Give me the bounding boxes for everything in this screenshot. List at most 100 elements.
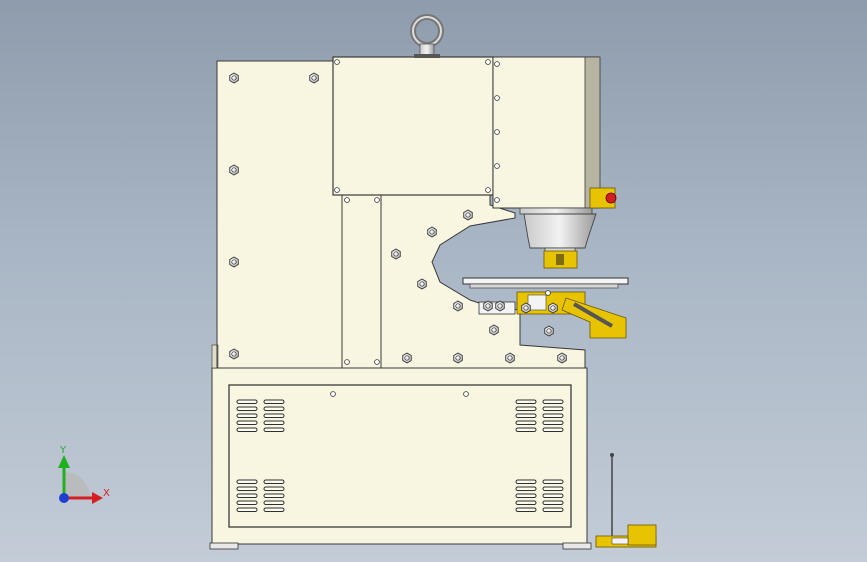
hex-nut bbox=[453, 352, 463, 364]
hex-nut bbox=[417, 278, 427, 290]
hex-nut bbox=[229, 348, 239, 360]
vent-slot bbox=[263, 406, 285, 411]
hex-nut-bore bbox=[231, 351, 237, 357]
triad-z-axis bbox=[59, 493, 69, 503]
hex-nut bbox=[463, 209, 473, 221]
hex-nut bbox=[505, 352, 515, 364]
motor-housing[interactable] bbox=[492, 56, 599, 209]
vent-slot bbox=[542, 507, 564, 512]
hex-nut-bore bbox=[231, 167, 237, 173]
top-access-panel[interactable] bbox=[332, 56, 601, 209]
vent-slot bbox=[263, 399, 285, 404]
foot-right bbox=[562, 542, 592, 550]
vent-slot bbox=[236, 493, 258, 498]
hex-nut-bore bbox=[393, 251, 399, 257]
vent-slot bbox=[542, 413, 564, 418]
punch-collar bbox=[519, 207, 593, 215]
pedal-hinge bbox=[611, 537, 629, 545]
pedal-cable-top bbox=[610, 453, 614, 457]
hex-nut-bore bbox=[404, 355, 410, 361]
vent-slot bbox=[236, 500, 258, 505]
screw bbox=[494, 61, 500, 67]
top-panel[interactable] bbox=[332, 56, 494, 196]
vent-slot bbox=[263, 486, 285, 491]
vent-slot bbox=[263, 493, 285, 498]
vent-slot bbox=[515, 420, 537, 425]
table-underside bbox=[469, 283, 619, 289]
lower-cabinet[interactable] bbox=[209, 367, 592, 550]
vent-slot bbox=[236, 406, 258, 411]
hex-nut bbox=[402, 352, 412, 364]
vent-slot bbox=[263, 500, 285, 505]
punch-tool-slot bbox=[556, 254, 564, 265]
hex-nut bbox=[229, 256, 239, 268]
lifting-eye[interactable] bbox=[410, 14, 444, 58]
vent-slot bbox=[236, 413, 258, 418]
foot-left bbox=[209, 542, 239, 550]
pedal-cover[interactable] bbox=[627, 524, 657, 546]
side-plate bbox=[211, 344, 219, 369]
hex-nut-bore bbox=[455, 355, 461, 361]
lifting-eye-base bbox=[414, 54, 440, 58]
hex-nut bbox=[544, 325, 554, 337]
hex-nut-bore bbox=[507, 355, 513, 361]
screw bbox=[485, 187, 491, 193]
hex-nut-bore bbox=[546, 328, 552, 334]
upper-cabinet[interactable] bbox=[211, 60, 586, 369]
foot-pedal[interactable] bbox=[595, 453, 657, 548]
hex-nut bbox=[483, 300, 493, 312]
hex-nut bbox=[427, 226, 437, 238]
vent-slot bbox=[515, 413, 537, 418]
triad-x-label: X bbox=[103, 488, 110, 499]
vent-slot bbox=[236, 427, 258, 432]
vent-slot bbox=[542, 493, 564, 498]
vent-slot bbox=[236, 507, 258, 512]
stroke-lever[interactable] bbox=[561, 297, 627, 339]
punch-head[interactable] bbox=[519, 187, 617, 269]
vent-slot bbox=[263, 427, 285, 432]
triad-y-arrow bbox=[58, 455, 70, 468]
vent-slot bbox=[542, 427, 564, 432]
screw bbox=[494, 197, 500, 203]
hex-nut bbox=[229, 72, 239, 84]
hex-nut-bore bbox=[485, 303, 491, 309]
vent-slot bbox=[263, 413, 285, 418]
hex-nut-bore bbox=[429, 229, 435, 235]
stroke-lever-arm bbox=[572, 302, 614, 328]
screw bbox=[485, 59, 491, 65]
emergency-stop-button[interactable] bbox=[605, 192, 617, 204]
emergency-stop[interactable] bbox=[589, 187, 617, 209]
screw bbox=[463, 391, 469, 397]
vent-slot bbox=[542, 406, 564, 411]
hex-nut bbox=[489, 324, 499, 336]
hex-nut bbox=[557, 352, 567, 364]
triad-x-arrow bbox=[92, 492, 103, 504]
screw bbox=[344, 197, 350, 203]
vent-slot bbox=[515, 486, 537, 491]
vent-slot bbox=[515, 406, 537, 411]
fasteners bbox=[229, 59, 567, 397]
table-plate[interactable] bbox=[462, 277, 629, 285]
hex-nut bbox=[548, 302, 558, 314]
triad-arc bbox=[64, 472, 90, 498]
screw bbox=[344, 359, 350, 365]
hex-nut bbox=[521, 302, 531, 314]
lower-cabinet-panel[interactable] bbox=[228, 384, 572, 528]
hex-nut-bore bbox=[550, 305, 556, 311]
hex-nut-bore bbox=[491, 327, 497, 333]
vent-slot bbox=[515, 427, 537, 432]
screw bbox=[494, 129, 500, 135]
hex-nut-bore bbox=[231, 75, 237, 81]
upper-frame bbox=[216, 60, 586, 369]
vent-grille-top-left bbox=[236, 399, 285, 432]
vent-slot bbox=[542, 479, 564, 484]
screw bbox=[494, 163, 500, 169]
coordinate-triad: Y X bbox=[58, 445, 110, 504]
screw bbox=[330, 391, 336, 397]
vent-slot bbox=[542, 486, 564, 491]
hex-nut bbox=[229, 164, 239, 176]
vent-slot bbox=[263, 420, 285, 425]
screw bbox=[334, 59, 340, 65]
